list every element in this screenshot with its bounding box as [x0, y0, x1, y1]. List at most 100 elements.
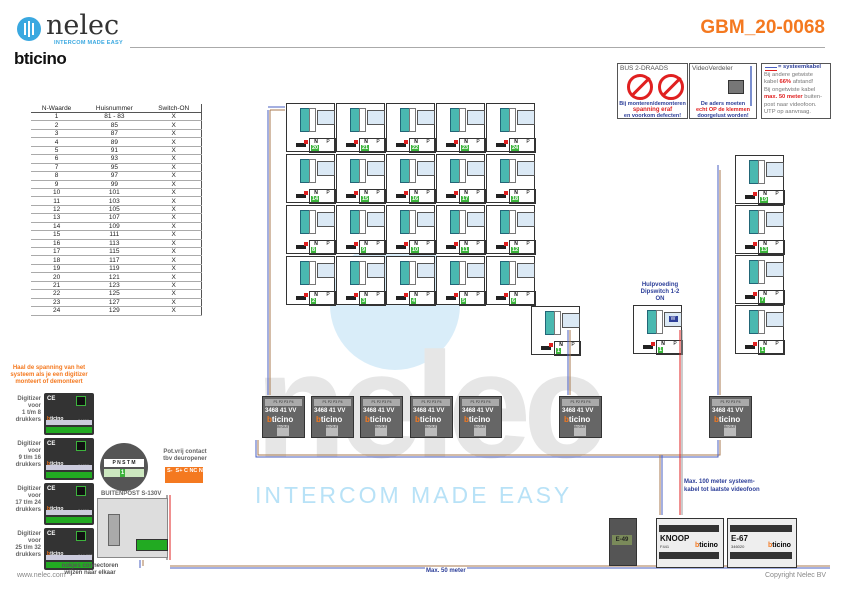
door-contact-terminal: S- S+ C NC NO — [165, 467, 207, 483]
bticino-logo: bticino — [14, 49, 67, 68]
switch-icon — [396, 140, 408, 147]
switch-icon — [496, 140, 508, 147]
table-cell: 15 — [31, 230, 83, 240]
info-bus-line2: spanning eraf — [632, 107, 673, 113]
splitter-in-out: IN OUT — [375, 425, 387, 436]
n-label: N — [763, 191, 767, 197]
table-cell: 85 — [82, 120, 147, 130]
switch-icon — [496, 293, 508, 300]
switch-icon — [446, 293, 458, 300]
digitizer: CEbticino344 802 — [44, 528, 94, 570]
switch-icon — [446, 242, 458, 249]
digitizer-label-line: 1 t/m 8 — [21, 410, 41, 416]
table-cell: 21 — [31, 281, 83, 291]
table-cell: X — [146, 146, 203, 156]
knoop-vents-top — [659, 525, 719, 532]
terminal-labels — [409, 261, 416, 285]
monitor-screen-icon — [367, 161, 385, 176]
table-cell: 95 — [82, 163, 147, 173]
e67-vents-top — [730, 525, 792, 532]
power-supply-module: E-49 — [609, 518, 637, 566]
terminal-labels — [459, 210, 466, 234]
n-label: N — [464, 190, 468, 196]
table-cell: 93 — [82, 154, 147, 164]
table-cell: 22 — [31, 289, 83, 299]
table-cell: 99 — [82, 180, 147, 189]
n-label: N — [514, 241, 518, 247]
info-splitter-line2: echt OP de klemmen — [695, 107, 750, 113]
monitor-screen-icon — [317, 263, 335, 278]
terminal-labels — [656, 310, 663, 334]
table-cell: 23 — [31, 298, 83, 308]
n-label: N — [514, 139, 518, 145]
switch-icon — [496, 242, 508, 249]
splitter-code: 3468 41 VV — [562, 408, 594, 414]
table-cell: 105 — [82, 205, 147, 215]
digitizer-label-line: voor — [27, 403, 41, 409]
table-cell: 4 — [31, 137, 83, 147]
monitor-screen-icon — [766, 262, 784, 277]
table-cell: X — [146, 112, 203, 122]
footer-website[interactable]: www.nelec.com — [17, 572, 66, 579]
w-label: W — [668, 316, 678, 322]
terminal-labels — [409, 159, 416, 183]
max50-note: Max. 50 meter — [425, 567, 467, 575]
e67-vents-bottom — [730, 552, 792, 559]
table-cell: 24 — [31, 306, 83, 316]
table-cell: X — [146, 120, 203, 130]
p-label: P — [326, 190, 330, 196]
n-label: N — [364, 241, 368, 247]
power-supply-label: E-49 — [612, 535, 632, 545]
knoop-label: KNOOP — [660, 534, 690, 543]
wire-icon — [750, 66, 752, 106]
splitter-brand: bticino — [564, 415, 591, 424]
p-label: P — [571, 342, 575, 348]
monitor-screen-icon — [367, 110, 385, 125]
header-divider — [130, 47, 825, 48]
splitter-code: 3468 41 VV — [413, 408, 445, 414]
table-cell: 6 — [31, 154, 83, 164]
switch-icon — [643, 342, 655, 349]
table-cell: X — [146, 230, 203, 240]
n-value: 5 — [461, 298, 467, 304]
n-label: N — [314, 190, 318, 196]
table-cell: 1 — [31, 112, 83, 122]
n-label: N — [763, 291, 767, 297]
switch-icon — [745, 192, 757, 199]
n-label: N — [464, 139, 468, 145]
n-value: 4 — [411, 298, 417, 304]
switch-icon — [346, 191, 358, 198]
digitizer-label-line: 25 t/m 32 — [15, 545, 41, 551]
table-cell: 13 — [31, 213, 83, 223]
table-cell: 91 — [82, 146, 147, 156]
n-label: N — [763, 341, 767, 347]
p-label: P — [526, 190, 530, 196]
p-label: P — [426, 139, 430, 145]
n-label: N — [414, 241, 418, 247]
table-cell: 10 — [31, 188, 83, 198]
info-bus-line3: en voorkom defecten! — [623, 113, 682, 119]
table-cell: 9 — [31, 180, 83, 189]
table-cell: X — [146, 180, 203, 189]
psu-note-line1: Hulpvoeding — [641, 282, 679, 288]
